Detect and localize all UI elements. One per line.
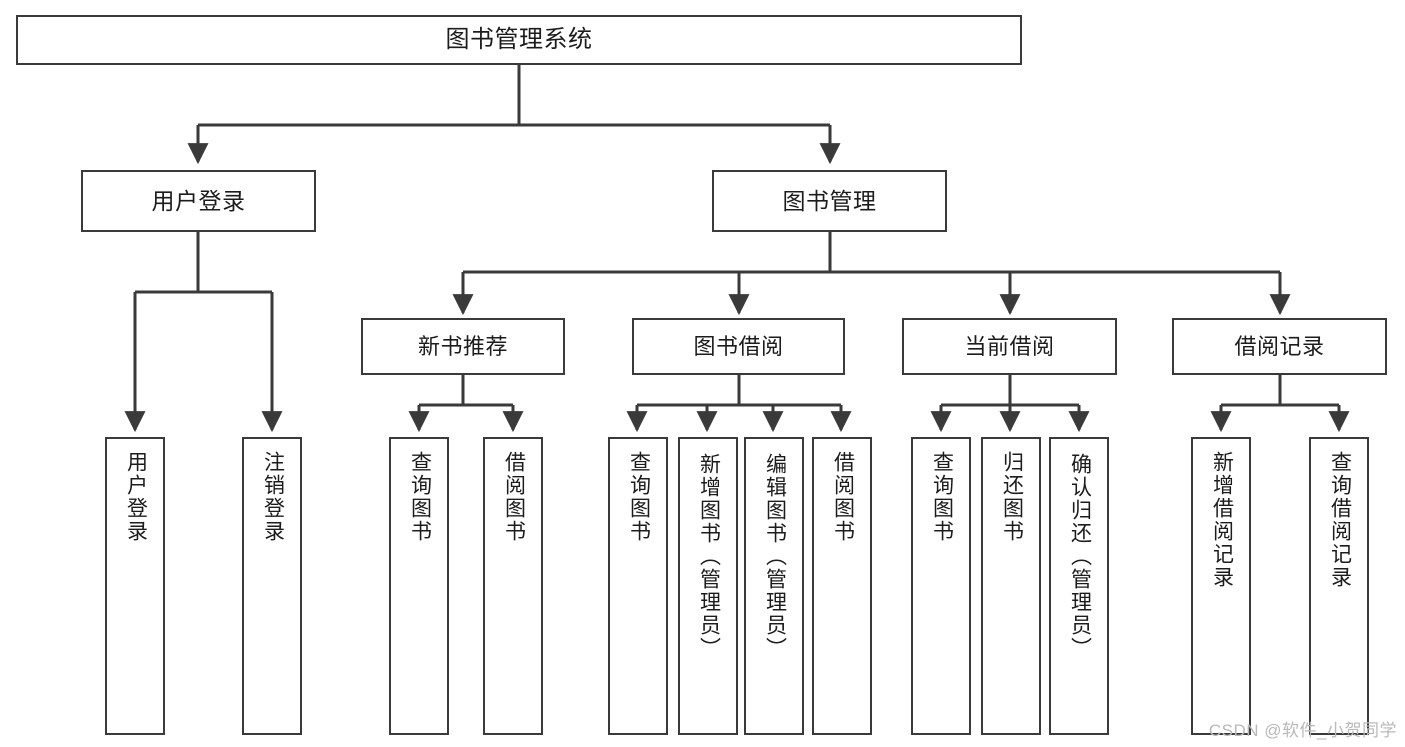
node-leaf-confirm-return[interactable]: 确认归还（管理员） <box>1049 437 1109 735</box>
node-leaf-borrow-book-1-label: 借阅图书 <box>502 451 526 543</box>
node-user-login-label: 用户登录 <box>151 187 246 214</box>
node-book-management-label: 图书管理 <box>782 187 877 214</box>
node-leaf-return-book[interactable]: 归还图书 <box>981 437 1041 735</box>
node-leaf-add-record-label: 新增借阅记录 <box>1210 451 1234 589</box>
node-book-borrow[interactable]: 图书借阅 <box>632 318 845 375</box>
node-leaf-logout-login[interactable]: 注销登录 <box>242 437 302 735</box>
node-leaf-user-login[interactable]: 用户登录 <box>105 437 165 735</box>
watermark-text: CSDN @软件_小贺同学 <box>1208 721 1397 740</box>
node-book-management[interactable]: 图书管理 <box>712 170 947 232</box>
node-leaf-borrow-book-1[interactable]: 借阅图书 <box>483 437 543 735</box>
node-leaf-query-book-2-label: 查询图书 <box>627 451 651 543</box>
node-book-borrow-label: 图书借阅 <box>693 333 784 359</box>
node-current-borrow[interactable]: 当前借阅 <box>902 318 1117 375</box>
node-leaf-return-book-label: 归还图书 <box>1000 451 1024 543</box>
node-leaf-query-record[interactable]: 查询借阅记录 <box>1309 437 1369 735</box>
node-leaf-query-book-1[interactable]: 查询图书 <box>389 437 449 735</box>
node-leaf-query-record-label: 查询借阅记录 <box>1328 451 1352 589</box>
node-leaf-query-book-3[interactable]: 查询图书 <box>911 437 971 735</box>
node-root-label: 图书管理系统 <box>445 26 593 54</box>
node-root[interactable]: 图书管理系统 <box>16 15 1022 65</box>
node-new-book-recommend-label: 新书推荐 <box>417 333 508 359</box>
node-borrow-record-label: 借阅记录 <box>1234 333 1325 359</box>
node-leaf-add-book[interactable]: 新增图书（管理员） <box>678 437 738 735</box>
node-leaf-edit-book[interactable]: 编辑图书（管理员） <box>744 437 804 735</box>
node-leaf-query-book-1-label: 查询图书 <box>408 451 432 543</box>
node-leaf-confirm-return-label: 确认归还（管理员） <box>1068 453 1092 660</box>
node-leaf-borrow-book-2-label: 借阅图书 <box>831 451 855 543</box>
node-user-login[interactable]: 用户登录 <box>81 170 316 232</box>
node-leaf-user-login-label: 用户登录 <box>124 451 148 543</box>
node-leaf-borrow-book-2[interactable]: 借阅图书 <box>812 437 872 735</box>
node-new-book-recommend[interactable]: 新书推荐 <box>361 318 565 375</box>
node-leaf-edit-book-label: 编辑图书（管理员） <box>763 453 787 660</box>
node-current-borrow-label: 当前借阅 <box>964 333 1055 359</box>
node-leaf-add-record[interactable]: 新增借阅记录 <box>1191 437 1251 735</box>
node-leaf-logout-login-label: 注销登录 <box>261 451 285 543</box>
node-leaf-query-book-3-label: 查询图书 <box>930 451 954 543</box>
node-leaf-query-book-2[interactable]: 查询图书 <box>608 437 668 735</box>
node-leaf-add-book-label: 新增图书（管理员） <box>697 453 721 660</box>
node-borrow-record[interactable]: 借阅记录 <box>1172 318 1387 375</box>
